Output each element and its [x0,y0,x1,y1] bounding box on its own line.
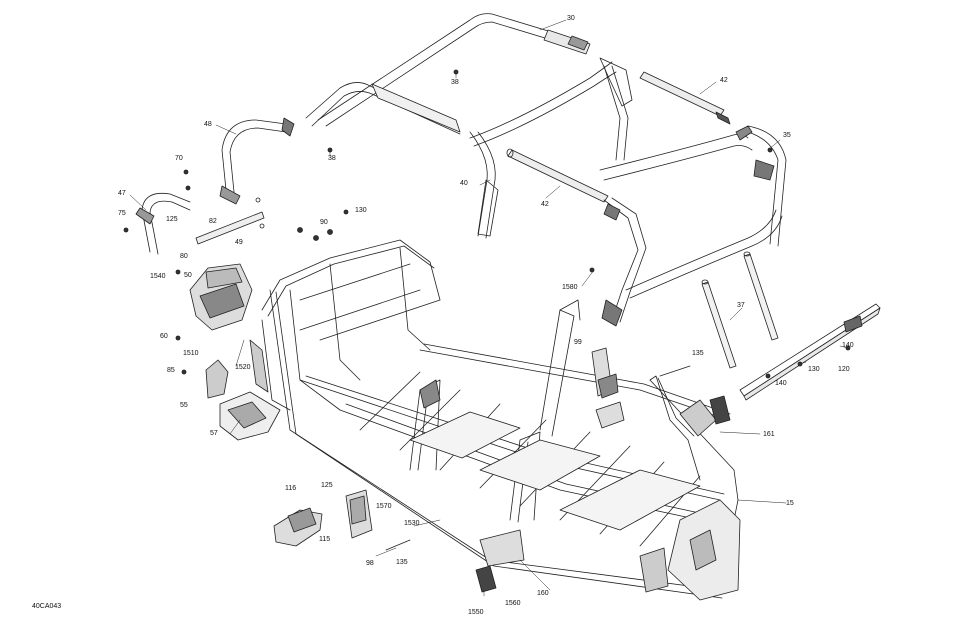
callout-135: 135 [396,559,408,566]
diagram-reference-code: 40CA043 [32,603,62,610]
callout-1570: 1570 [376,503,392,510]
callout-140: 140 [775,380,787,387]
callout-37: 37 [737,302,745,309]
leader-lines [129,19,849,597]
callout-125: 125 [166,216,178,223]
callout-82: 82 [209,218,217,225]
callout-90: 90 [320,219,328,226]
callout-55: 55 [180,402,188,409]
callout-130: 130 [355,207,367,214]
callout-70: 70 [175,155,183,162]
callout-130: 130 [808,366,820,373]
callout-1580: 1580 [562,284,578,291]
callout-1520: 1520 [235,364,251,371]
callout-38: 38 [328,155,336,162]
callout-80: 80 [180,253,188,260]
callout-115: 115 [319,536,331,543]
callout-50: 50 [184,272,192,279]
callout-125: 125 [321,482,333,489]
callout-48: 48 [204,121,212,128]
callout-40: 40 [460,180,468,187]
callout-49: 49 [235,239,243,246]
callout-75: 75 [118,210,126,217]
callout-99: 99 [574,339,582,346]
callout-116: 116 [285,485,297,492]
callout-1530: 1530 [404,520,420,527]
callout-85: 85 [167,367,175,374]
callout-1550: 1550 [468,609,484,616]
callout-35: 35 [783,132,791,139]
callout-160: 160 [537,590,549,597]
callout-1510: 1510 [183,350,199,357]
callout-38: 38 [451,79,459,86]
callout-42: 42 [720,77,728,84]
main-chassis-frame [249,239,741,601]
callout-47: 47 [118,190,126,197]
side-bar-right [739,303,881,401]
callout-140: 140 [842,342,854,349]
callout-98: 98 [366,560,374,567]
roll-cage-top [305,13,787,327]
brace-tubes [701,251,779,369]
callout-30: 30 [567,15,575,22]
callout-135: 135 [692,350,704,357]
callout-60: 60 [160,333,168,340]
left-parts [123,69,851,593]
callout-1540: 1540 [150,273,166,280]
callout-57: 57 [210,430,218,437]
callout-15: 15 [786,500,794,507]
callout-42: 42 [541,201,549,208]
callout-161: 161 [763,431,775,438]
callout-1560: 1560 [505,600,521,607]
callout-120: 120 [838,366,850,373]
